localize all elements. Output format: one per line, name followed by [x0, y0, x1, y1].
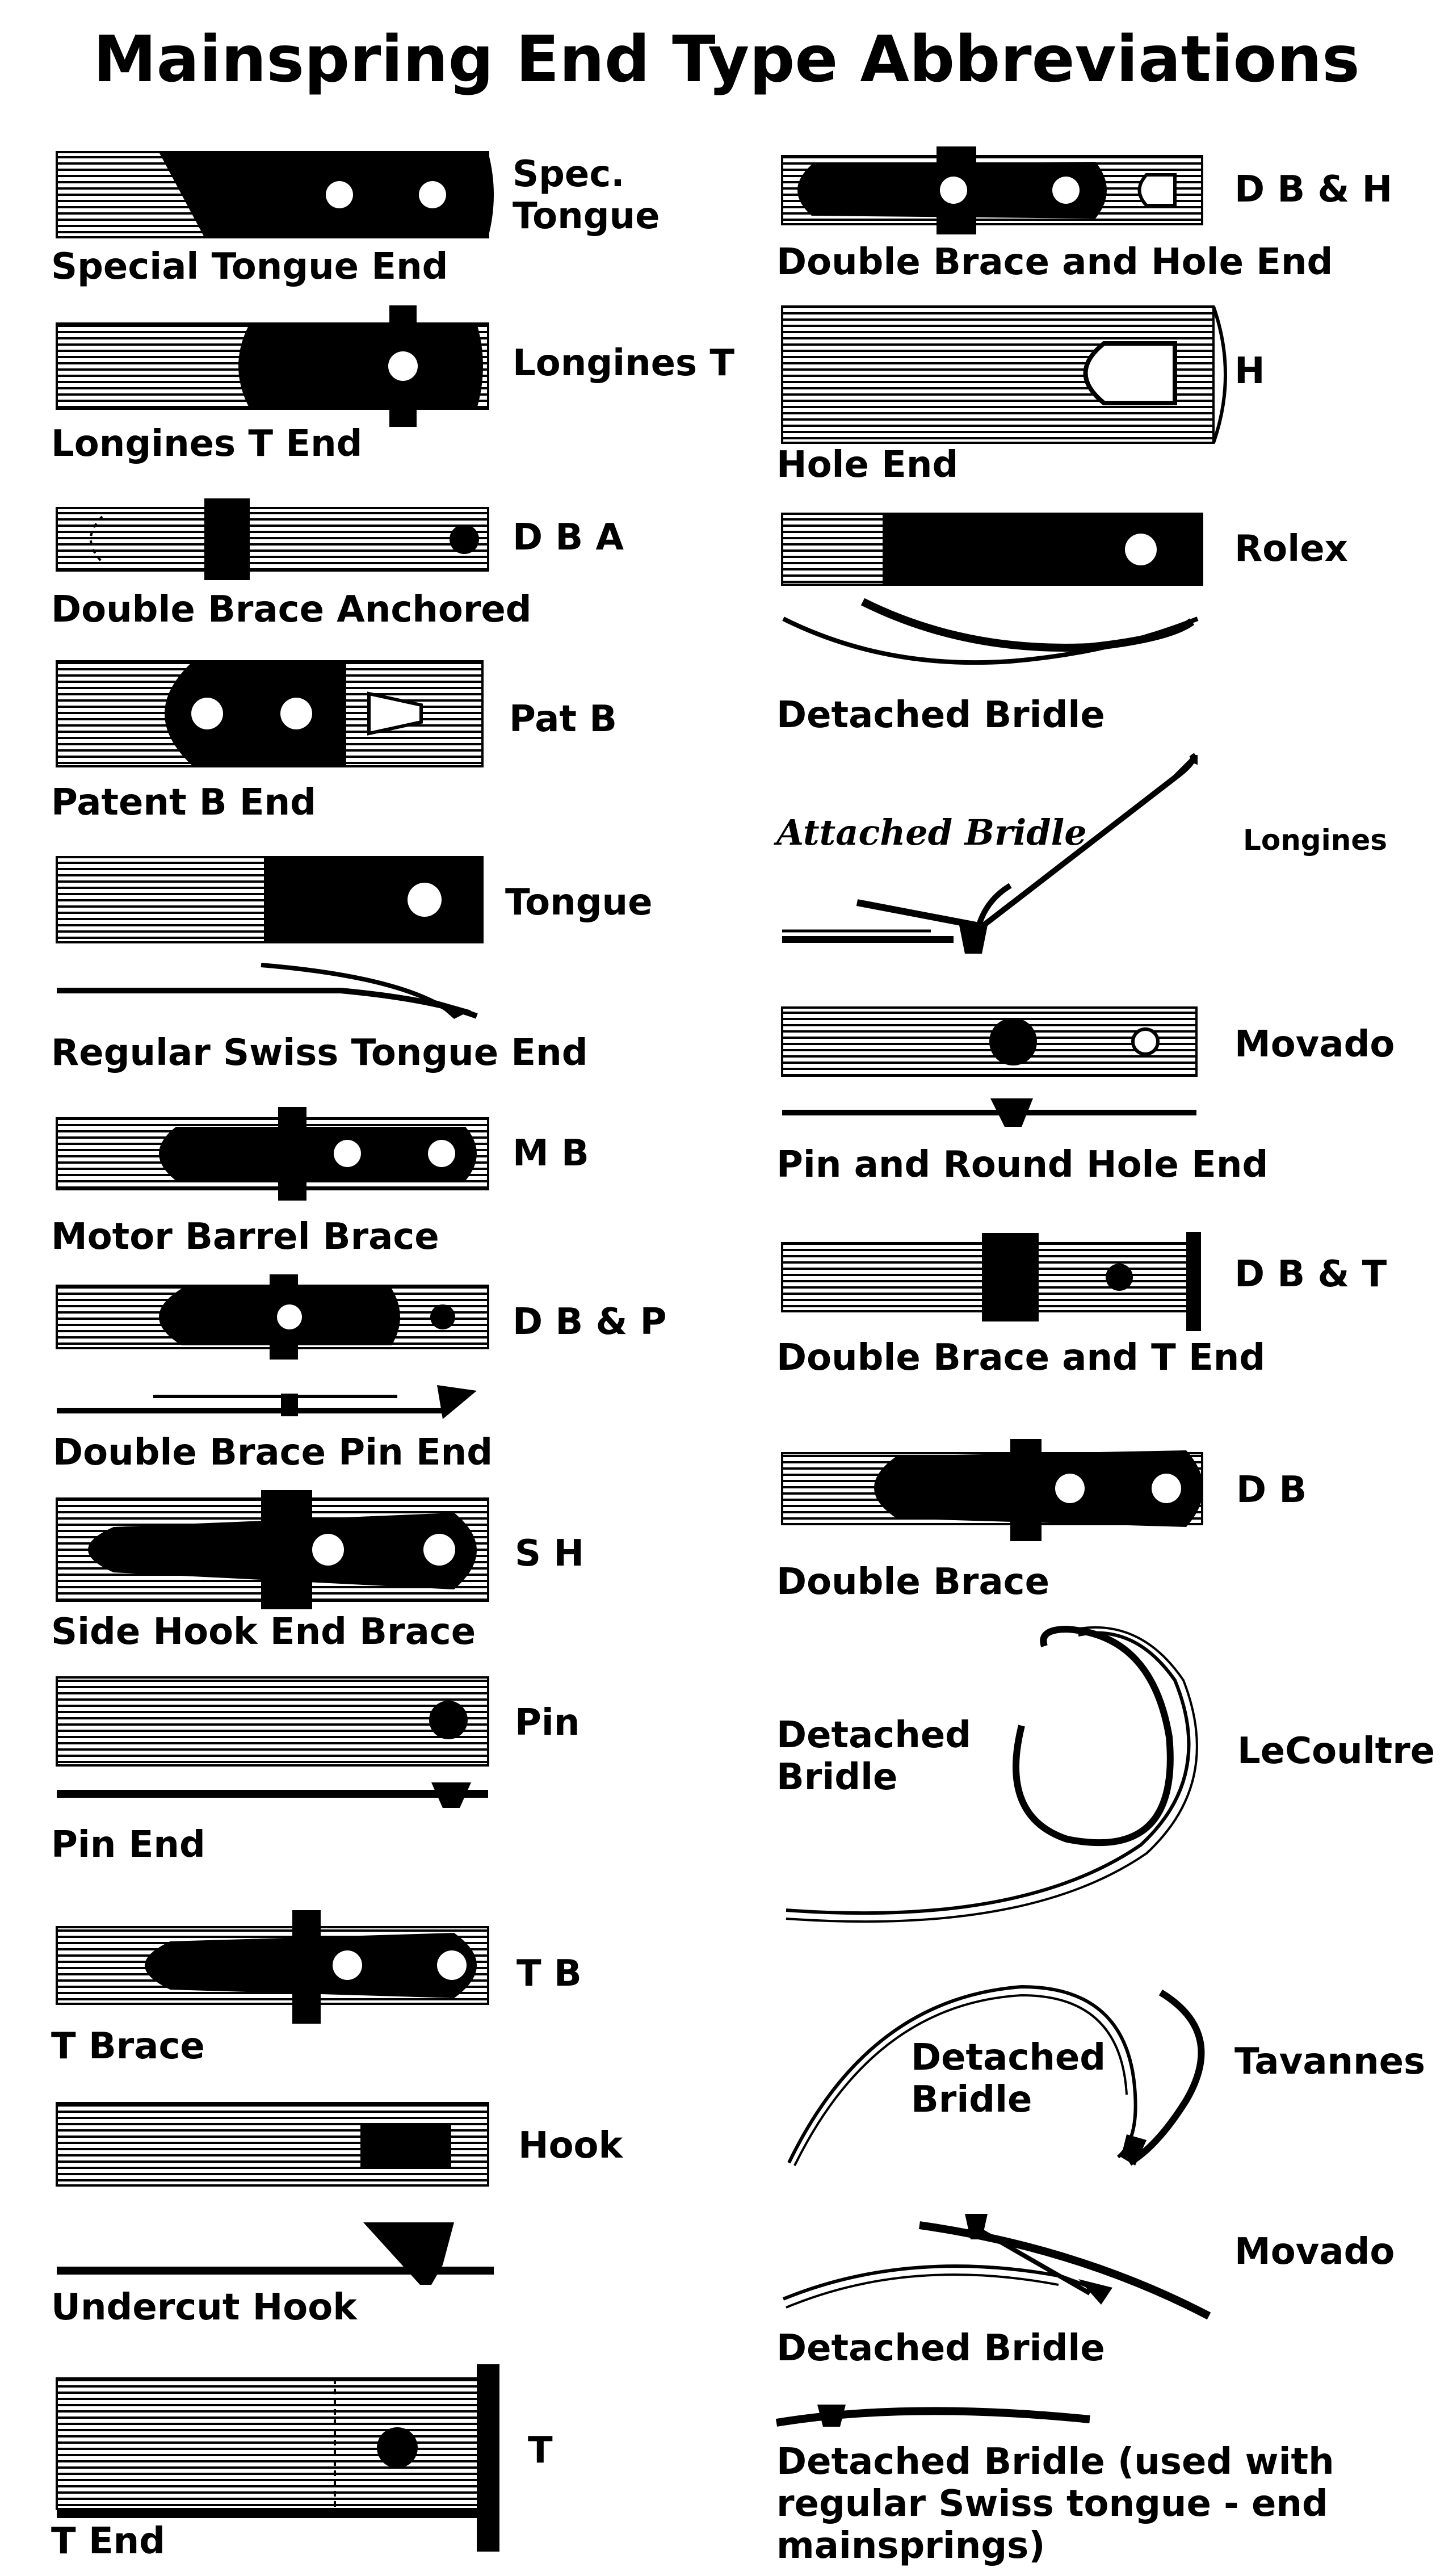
abbr-spec-tongue: Spec. Tongue	[513, 153, 660, 237]
caption-detached-bridle-lecoultre: Detached Bridle	[776, 1714, 972, 1798]
abbr-pin: Pin	[515, 1702, 580, 1744]
caption-undercut-hook: Undercut Hook	[51, 2286, 357, 2329]
double-brace-t-drawing	[781, 1232, 1201, 1331]
caption-detached-bridle-swiss: Detached Bridle (used with regular Swiss…	[776, 2441, 1334, 2567]
tavannes-bridle-drawing	[787, 1985, 1205, 2166]
abbr-tb: T B	[516, 1953, 582, 1995]
abbr-t: T	[528, 2430, 553, 2472]
caption-detached-bridle-movado: Detached Bridle	[776, 2327, 1105, 2369]
double-brace-drawing	[781, 1439, 1203, 1541]
abbr-dba: D B A	[513, 517, 624, 559]
abbr-longines-t: Longines T	[513, 342, 735, 384]
abbr-mb: M B	[513, 1132, 589, 1174]
caption-double-brace-hole-end: Double Brace and Hole End	[776, 241, 1333, 283]
abbr-tongue: Tongue	[505, 882, 653, 924]
lecoultre-bridle-drawing	[786, 1625, 1198, 1923]
undercut-hook-drawing	[56, 2102, 494, 2285]
movado-bridle-drawing	[782, 2214, 1211, 2320]
abbr-dbp: D B & P	[513, 1301, 667, 1343]
double-brace-anchored-drawing	[56, 498, 489, 580]
abbr-movado: Movado	[1234, 1023, 1395, 1065]
caption-hole-end: Hole End	[776, 444, 959, 486]
abbr-movado-bridle: Movado	[1234, 2231, 1395, 2273]
side-hook-brace-drawing	[56, 1490, 489, 1609]
patent-b-drawing	[56, 660, 484, 767]
caption-pin-end: Pin End	[51, 1824, 205, 1866]
caption-detached-bridle-rolex: Detached Bridle	[776, 694, 1105, 736]
caption-motor-barrel-brace: Motor Barrel Brace	[51, 1216, 439, 1258]
caption-detached-bridle-tavannes: Detached Bridle	[911, 2037, 1106, 2121]
caption-attached-bridle: Attached Bridle	[776, 812, 1087, 853]
t-brace-drawing	[56, 1910, 489, 2024]
motor-barrel-brace-drawing	[56, 1107, 489, 1201]
pin-round-hole-drawing	[781, 1006, 1198, 1127]
longines-t-drawing	[56, 305, 489, 427]
abbr-db: D B	[1236, 1469, 1307, 1511]
abbr-rolex: Rolex	[1234, 528, 1348, 570]
abbr-h: H	[1234, 350, 1265, 392]
caption-regular-swiss-tongue-end: Regular Swiss Tongue End	[51, 1032, 588, 1074]
abbr-dbh: D B & H	[1234, 169, 1393, 211]
caption-t-brace: T Brace	[51, 2025, 205, 2067]
abbr-sh: S H	[515, 1533, 584, 1575]
double-brace-pin-drawing	[56, 1274, 489, 1419]
hole-end-drawing	[781, 305, 1227, 444]
caption-double-brace: Double Brace	[776, 1561, 1049, 1603]
abbr-longines: Longines	[1243, 824, 1388, 857]
abbr-lecoultre: LeCoultre	[1237, 1730, 1435, 1772]
double-brace-hole-drawing	[781, 146, 1203, 234]
caption-pin-round-hole-end: Pin and Round Hole End	[776, 1144, 1269, 1186]
abbr-hook: Hook	[518, 2125, 623, 2167]
attached-bridle-drawing	[782, 753, 1198, 954]
special-tongue-drawing	[56, 151, 494, 238]
abbr-tavannes: Tavannes	[1234, 2041, 1426, 2083]
caption-double-brace-pin-end: Double Brace Pin End	[53, 1432, 493, 1474]
caption-special-tongue-end: Special Tongue End	[51, 246, 448, 288]
regular-swiss-tongue-drawing	[56, 856, 484, 1019]
abbr-pat-b: Pat B	[509, 698, 618, 740]
caption-double-brace-t-end: Double Brace and T End	[776, 1337, 1266, 1379]
t-end-drawing	[56, 2364, 499, 2552]
abbr-dbt: D B & T	[1234, 1253, 1387, 1295]
plain-bridle-drawing	[775, 2405, 1090, 2427]
caption-side-hook-end-brace: Side Hook End Brace	[51, 1611, 476, 1653]
pin-end-drawing	[56, 1676, 489, 1808]
caption-double-brace-anchored: Double Brace Anchored	[51, 589, 532, 631]
caption-longines-t-end: Longines T End	[51, 423, 363, 465]
page-title: Mainspring End Type Abbreviations	[93, 23, 1360, 97]
rolex-bridle-drawing	[781, 513, 1203, 665]
caption-patent-b-end: Patent B End	[51, 782, 316, 824]
caption-t-end: T End	[51, 2520, 166, 2562]
